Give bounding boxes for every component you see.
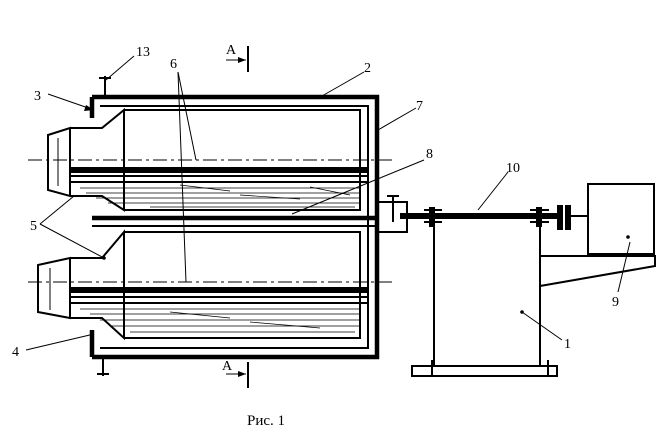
labels: 13 6 2 3 7 8 10 5 9 1 4 Рис. 1 [12,45,619,429]
label-6: 6 [170,57,177,72]
lower-drum [28,229,395,341]
drive-shaft [400,205,588,230]
label-10: 10 [506,161,520,176]
motor [587,183,655,255]
label-9: 9 [612,295,619,310]
label-4: 4 [12,345,19,360]
lower-liquid-hatch [80,308,360,333]
section-label-top: A [226,43,237,58]
label-8: 8 [426,147,433,162]
figure-caption: Рис. 1 [247,413,285,429]
label-1: 1 [564,337,571,352]
label-7: 7 [416,99,423,114]
label-3: 3 [34,89,41,104]
housing [89,94,380,360]
label-13: 13 [136,45,150,60]
section-mark-top: A [226,43,249,72]
stand-frame [411,222,656,377]
label-2: 2 [364,61,371,76]
bolt-top [99,76,111,97]
label-5: 5 [30,219,37,234]
bolt-bottom [97,357,109,376]
section-mark-bottom: A [222,359,249,388]
upper-drum [28,107,395,212]
section-label-bottom: A [222,359,233,374]
leaders [25,55,631,351]
